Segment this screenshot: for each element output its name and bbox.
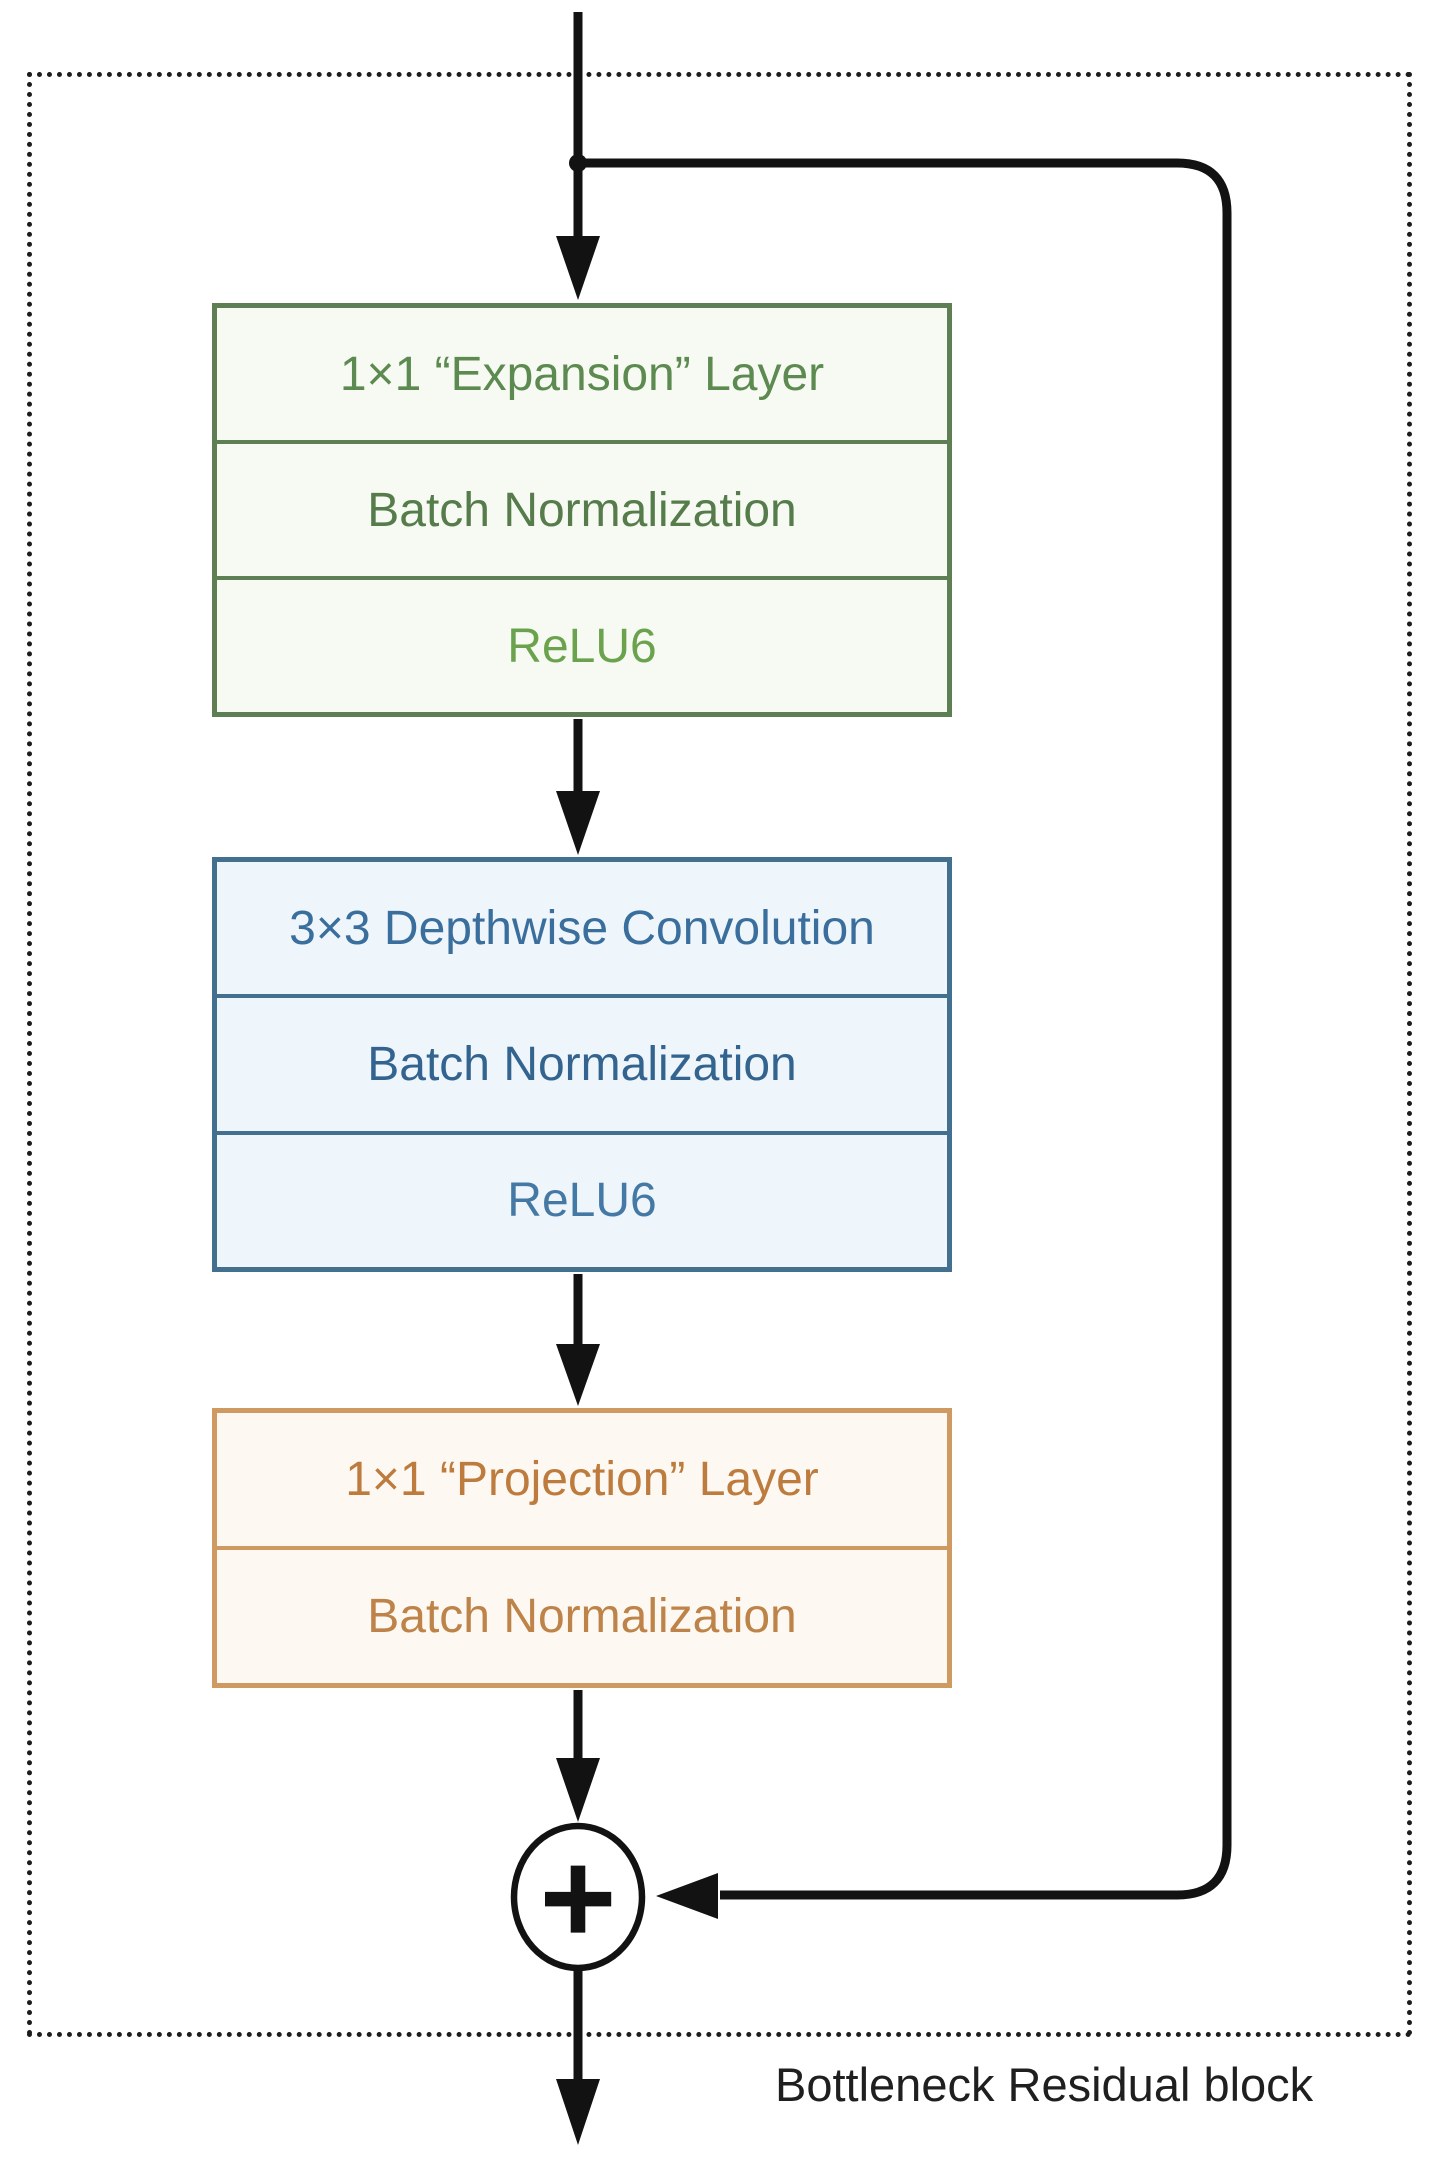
- projection-batchnorm-label: Batch Normalization: [367, 1590, 797, 1643]
- expansion-relu6-row: ReLU6: [217, 576, 947, 712]
- skip-connection-wire: [578, 158, 1232, 1900]
- plus-icon: +: [539, 1824, 616, 1971]
- depthwise-batchnorm-row: Batch Normalization: [217, 994, 947, 1130]
- depthwise-relu6-row: ReLU6: [217, 1130, 947, 1267]
- expansion-layer-label: 1×1 “Expansion” Layer: [339, 347, 825, 401]
- branch-junction-dot: [569, 154, 587, 172]
- projection-layer-row: 1×1 “Projection” Layer: [217, 1413, 947, 1546]
- skip-arrowhead-icon: [656, 1873, 718, 1919]
- depthwise-relu6-label: ReLU6: [507, 1174, 657, 1228]
- input-arrowhead-icon: [556, 236, 600, 300]
- expansion-block: 1×1 “Expansion” Layer Batch Normalizatio…: [212, 303, 952, 717]
- expansion-layer-row: 1×1 “Expansion” Layer: [217, 308, 947, 440]
- depthwise-conv-label: 3×3 Depthwise Convolution: [289, 901, 875, 955]
- diagram-caption: Bottleneck Residual block: [775, 2058, 1314, 2111]
- expansion-batchnorm-row: Batch Normalization: [217, 440, 947, 576]
- depthwise-conv-row: 3×3 Depthwise Convolution: [217, 862, 947, 994]
- expansion-to-depthwise-arrowhead-icon: [556, 791, 600, 855]
- projection-layer-label: 1×1 “Projection” Layer: [345, 1453, 819, 1506]
- residual-block-boundary: [27, 72, 1412, 2037]
- projection-batchnorm-row: Batch Normalization: [217, 1546, 947, 1683]
- projection-block: 1×1 “Projection” Layer Batch Normalizati…: [212, 1408, 952, 1688]
- projection-to-add-arrowhead-icon: [556, 1758, 600, 1822]
- expansion-relu6-label: ReLU6: [507, 619, 657, 673]
- depthwise-block: 3×3 Depthwise Convolution Batch Normaliz…: [212, 857, 952, 1272]
- add-operator-circle: [510, 1822, 646, 1972]
- depthwise-batchnorm-label: Batch Normalization: [367, 1037, 797, 1091]
- expansion-batchnorm-label: Batch Normalization: [367, 483, 797, 537]
- depthwise-to-projection-arrowhead-icon: [556, 1344, 600, 1406]
- output-arrowhead-icon: [556, 2079, 600, 2145]
